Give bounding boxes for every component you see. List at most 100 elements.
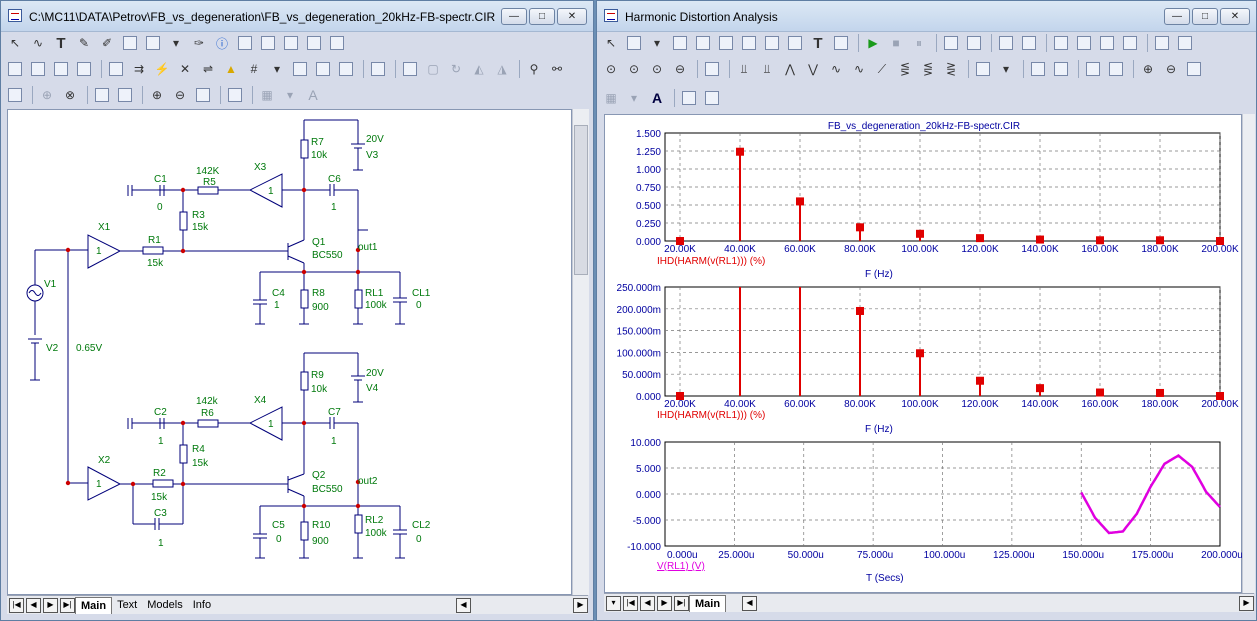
- zoom-out-2-icon[interactable]: ⊖: [1165, 62, 1177, 76]
- list-icon[interactable]: [1028, 59, 1048, 79]
- cursor-slope-icon[interactable]: ⟋: [877, 61, 887, 76]
- cursor-valley-icon[interactable]: ⫫: [763, 61, 771, 76]
- minimize-button[interactable]: —: [1164, 8, 1190, 25]
- currents-icon[interactable]: ⇉: [133, 62, 145, 76]
- flip-y-icon[interactable]: ◮: [497, 62, 507, 76]
- table-icon[interactable]: ▦: [605, 91, 617, 105]
- graph-pen-icon[interactable]: [716, 33, 736, 53]
- layout-4-icon[interactable]: [1120, 33, 1140, 53]
- help-icon[interactable]: [235, 33, 255, 53]
- layout-3-icon[interactable]: [1097, 33, 1117, 53]
- graph-check-icon[interactable]: [762, 33, 782, 53]
- zoom-out-icon[interactable]: ⊙: [651, 62, 663, 76]
- select-region-icon[interactable]: [400, 59, 420, 79]
- step-back-icon[interactable]: [964, 33, 984, 53]
- maximize-button[interactable]: □: [529, 8, 555, 25]
- cursor-inflection-icon[interactable]: ∿: [830, 62, 842, 76]
- text-tool-icon[interactable]: T: [813, 34, 823, 52]
- prev-page-icon[interactable]: ◀: [26, 597, 41, 613]
- zoom-out-icon[interactable]: ⊖: [174, 88, 186, 102]
- zoom-in-icon[interactable]: ⊕: [151, 88, 163, 102]
- tab-models[interactable]: Models: [147, 599, 183, 611]
- zoom-in-icon[interactable]: ⊕: [1142, 62, 1154, 76]
- graph-scale-icon[interactable]: [693, 33, 713, 53]
- table-icon[interactable]: ▦: [261, 88, 273, 102]
- clipboard-icon[interactable]: [973, 59, 993, 79]
- scroll-left-icon[interactable]: ◀: [456, 597, 471, 613]
- zoom-fit-icon[interactable]: [193, 85, 213, 105]
- list-icon[interactable]: [304, 33, 324, 53]
- zoom-icon[interactable]: ⊙: [605, 62, 617, 76]
- brush-icon[interactable]: ✐: [101, 36, 113, 50]
- copy-icon[interactable]: [624, 33, 644, 53]
- property-bar-icon[interactable]: [368, 59, 388, 79]
- menu-icon[interactable]: [5, 85, 25, 105]
- node-voltages-icon[interactable]: [106, 59, 126, 79]
- cursor-global-low-icon[interactable]: ⋚: [899, 62, 911, 76]
- properties-icon[interactable]: [327, 33, 347, 53]
- scroll-left-icon[interactable]: ◀: [742, 595, 757, 611]
- next-page-icon[interactable]: ▶: [657, 595, 672, 611]
- first-page-icon[interactable]: |◀: [623, 595, 638, 611]
- plot-area[interactable]: FB_vs_degeneration_20kHz-FB-spectr.CIR 1…: [604, 114, 1243, 593]
- warning-icon[interactable]: ▲: [225, 62, 237, 76]
- rotate-icon[interactable]: ↻: [450, 62, 462, 76]
- dropdown-arrow-icon[interactable]: ▾: [1002, 62, 1010, 76]
- cursor-high-icon[interactable]: ⋀: [785, 62, 795, 76]
- properties-icon[interactable]: [831, 33, 851, 53]
- first-page-icon[interactable]: |◀: [9, 597, 24, 613]
- scale-x-icon[interactable]: [1083, 59, 1103, 79]
- tab-main[interactable]: Main: [689, 594, 727, 612]
- close-button[interactable]: ✕: [557, 8, 587, 25]
- globe-icon[interactable]: [258, 33, 278, 53]
- zoom-region-icon[interactable]: ⊙: [628, 62, 640, 76]
- tab-main[interactable]: Main: [75, 596, 113, 614]
- border-icon[interactable]: [313, 59, 333, 79]
- cursor-bottom-icon[interactable]: ⋛: [945, 62, 957, 76]
- tab-text[interactable]: Text: [117, 599, 138, 611]
- zoom-reset-icon[interactable]: ⊖: [674, 62, 686, 76]
- select-arrow-icon[interactable]: ↖: [9, 36, 21, 50]
- pencil-icon[interactable]: ✎: [78, 36, 90, 50]
- pin-markers-icon[interactable]: ⇌: [202, 62, 214, 76]
- font-icon[interactable]: A: [308, 87, 318, 103]
- graph-line-icon[interactable]: [739, 33, 759, 53]
- binoculars-icon[interactable]: ⚯: [551, 62, 563, 76]
- prev-page-icon[interactable]: ◀: [640, 595, 655, 611]
- camera-icon[interactable]: [225, 85, 245, 105]
- attribute-text-icon[interactable]: [28, 59, 48, 79]
- find-icon[interactable]: ⚲: [529, 62, 539, 76]
- duplicate-icon[interactable]: [679, 88, 699, 108]
- wire-icon[interactable]: ∿: [32, 36, 44, 50]
- stop-icon[interactable]: ■: [892, 36, 900, 50]
- text-tool-icon[interactable]: T: [56, 34, 66, 52]
- dropdown-arrow-icon[interactable]: ▾: [273, 62, 281, 76]
- box-icon[interactable]: ▢: [427, 62, 439, 76]
- grid-text-icon[interactable]: [51, 59, 71, 79]
- copy-icon[interactable]: [143, 33, 163, 53]
- scrollbar-thumb[interactable]: [574, 125, 588, 275]
- minimize-button[interactable]: —: [501, 8, 527, 25]
- last-page-icon[interactable]: ▶|: [674, 595, 689, 611]
- model-icon[interactable]: [281, 33, 301, 53]
- pause-icon[interactable]: ⏸: [915, 35, 922, 50]
- scale-xy-icon[interactable]: [1106, 59, 1126, 79]
- checklist-icon[interactable]: [702, 59, 722, 79]
- dropdown-arrow-icon[interactable]: ▾: [286, 88, 294, 102]
- dropdown-arrow-icon[interactable]: ▾: [172, 36, 180, 50]
- panel-split-icon[interactable]: [1019, 33, 1039, 53]
- next-page-icon[interactable]: ▶: [43, 597, 58, 613]
- add-circle-icon[interactable]: ⊕: [41, 88, 53, 102]
- numeric-icon[interactable]: [1051, 59, 1071, 79]
- cursor-low-icon[interactable]: ⋁: [808, 62, 818, 76]
- cursor-peak-icon[interactable]: ⫫: [740, 61, 748, 76]
- cursor-top-icon[interactable]: ⋚: [922, 62, 934, 76]
- scroll-right-icon[interactable]: ▶: [573, 597, 588, 613]
- flip-x-icon[interactable]: ◭: [474, 62, 484, 76]
- plot-vertical-scrollbar[interactable]: [1242, 114, 1255, 593]
- info-icon[interactable]: ⓘ: [215, 36, 228, 51]
- layout-2-icon[interactable]: [1074, 33, 1094, 53]
- select-arrow-icon[interactable]: ↖: [605, 36, 617, 50]
- panel-icon[interactable]: [996, 33, 1016, 53]
- schematic-canvas[interactable]: C1 0 142K R5 X3 1 R7 10k 20V V3 C6 1 R3 …: [7, 109, 572, 595]
